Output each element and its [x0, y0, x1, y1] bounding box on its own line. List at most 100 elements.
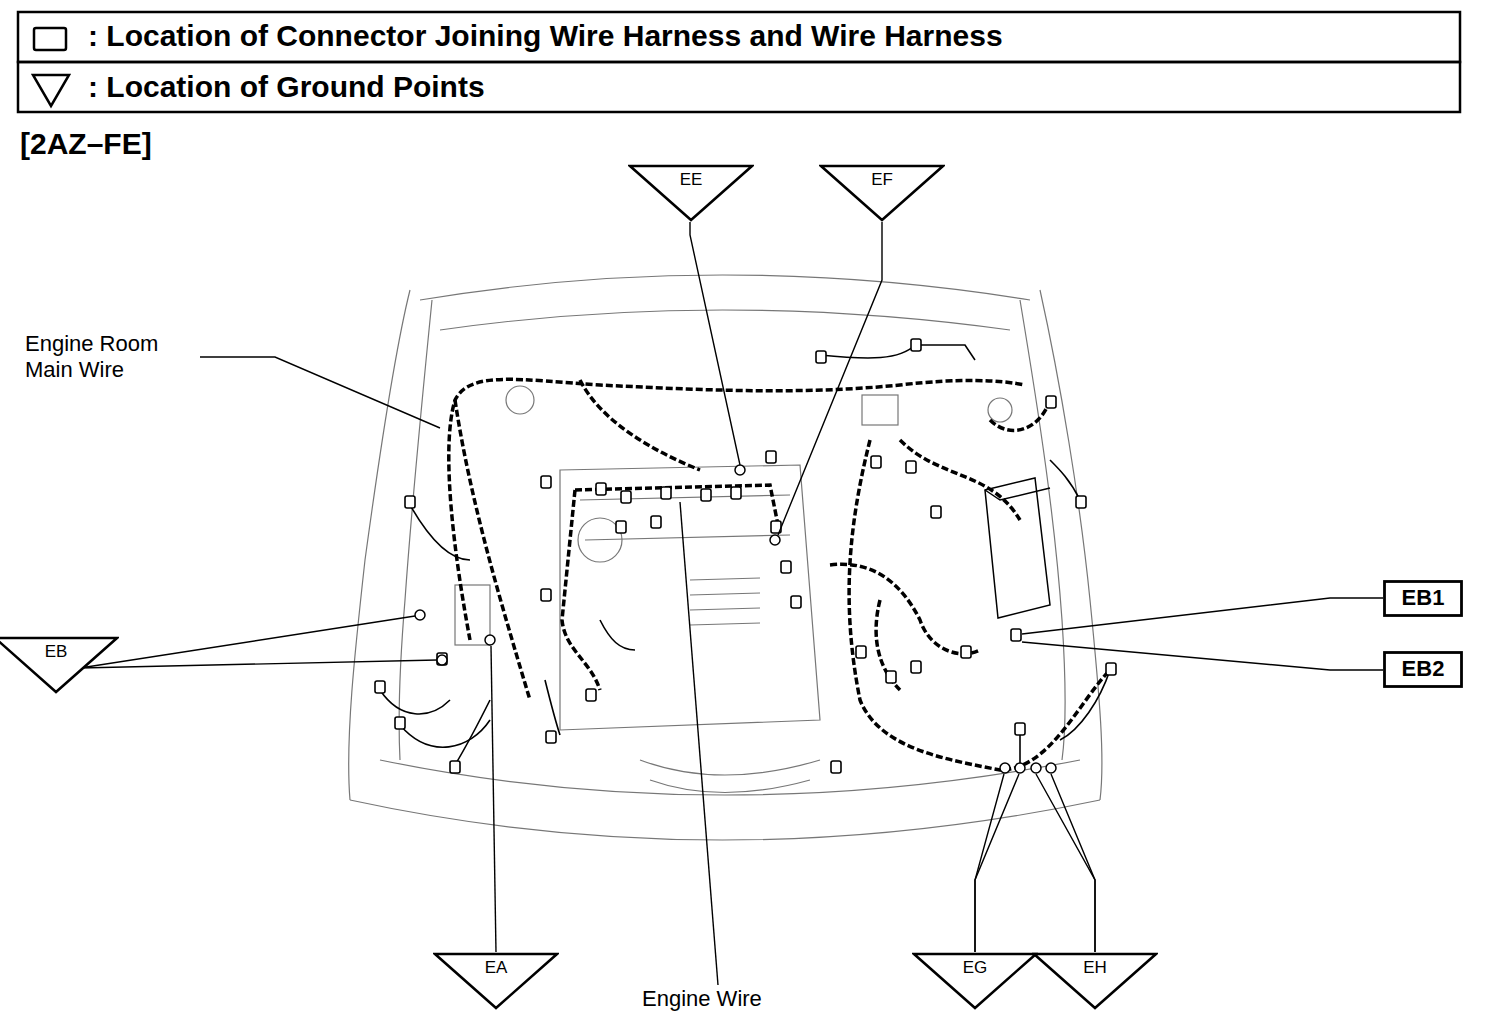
legend-symbol [33, 75, 69, 106]
wire [380, 345, 1110, 770]
connector [375, 339, 1116, 773]
vehicle-outline [690, 578, 760, 625]
connector [781, 561, 791, 573]
leader-line [778, 222, 882, 535]
legend-frame [18, 12, 1460, 112]
leader-line [975, 774, 1019, 952]
connector [911, 339, 921, 351]
vehicle-outline [506, 386, 534, 414]
ground-bolt [1000, 763, 1010, 773]
connector [621, 491, 631, 503]
connector [437, 653, 447, 665]
battery [985, 478, 1050, 618]
vehicle-outline [349, 290, 410, 800]
wire-harness [455, 400, 530, 700]
connector [931, 506, 941, 518]
connector [1106, 663, 1116, 675]
connector [911, 661, 921, 673]
battery [985, 488, 1050, 500]
ground-bolt [485, 635, 495, 645]
connector [701, 489, 711, 501]
connector [1011, 629, 1021, 641]
connector [1046, 396, 1056, 408]
vehicle-outline [455, 585, 490, 645]
ground-point-triangle: EH [1032, 952, 1158, 1010]
connector [731, 487, 741, 499]
leader-line [80, 222, 1383, 985]
connector [395, 717, 405, 729]
leader-line [491, 646, 496, 952]
wire [820, 345, 975, 360]
heading: [2AZ–FE] [20, 126, 152, 162]
wire-harness [876, 600, 900, 690]
ground-bolt [1046, 763, 1056, 773]
wire-harness [900, 440, 1020, 520]
vehicle-outline [988, 398, 1012, 422]
wire-harness [830, 564, 980, 654]
connector [1076, 496, 1086, 508]
leader-line [690, 222, 740, 465]
ground-point-code: EB [0, 636, 119, 662]
legend-frame [18, 62, 1460, 112]
wire [1060, 670, 1110, 740]
ground-bolt [1015, 763, 1025, 773]
connector [961, 646, 971, 658]
part-name: Engine Wire [642, 986, 762, 1012]
legend-text: : Location of Connector Joining Wire Har… [88, 18, 1003, 54]
legend-symbol [34, 28, 66, 50]
wire [410, 505, 470, 560]
vehicle-outline [1040, 290, 1102, 800]
vehicle-outline [420, 275, 1030, 300]
connector [766, 451, 776, 463]
part-name: Engine Room Main Wire [25, 331, 200, 383]
leader-line [1022, 642, 1383, 670]
wire [1050, 460, 1080, 500]
ground-bolt [415, 610, 425, 620]
connector [651, 516, 661, 528]
connector-code-box: EB1 [1383, 580, 1463, 617]
leader-line [80, 616, 415, 668]
wire-harness [449, 379, 1025, 640]
vehicle-outline [1020, 300, 1065, 760]
vehicle-outline [862, 395, 898, 425]
wire [600, 620, 635, 650]
battery [985, 478, 1050, 618]
wire [400, 720, 490, 747]
ground-point-code: EH [1032, 952, 1158, 978]
connector [616, 521, 626, 533]
leader-line [680, 502, 718, 985]
connector [541, 589, 551, 601]
connector [405, 496, 415, 508]
vehicle-outline [580, 495, 790, 540]
leader-line [975, 774, 1004, 952]
legend-text: : Location of Ground Points [88, 69, 485, 105]
connector [871, 456, 881, 468]
leader-line [1022, 598, 1383, 634]
wire-harness [990, 400, 1050, 430]
connector [586, 689, 596, 701]
ground-bolt [437, 655, 447, 665]
connector [1015, 723, 1025, 735]
wire [455, 700, 490, 765]
ground-point-triangle: EG [912, 952, 1038, 1010]
ground-point-code: EF [819, 164, 945, 190]
leader-line [1036, 774, 1095, 952]
wire [380, 690, 450, 714]
ground-point-triangle: EB [0, 636, 119, 694]
connector-code: EB1 [1383, 584, 1463, 612]
ground-bolt [415, 465, 1056, 773]
vehicle-outline [440, 310, 1010, 330]
ground-point-code: EG [912, 952, 1038, 978]
connector [661, 487, 671, 499]
leader-line [1051, 774, 1095, 952]
vehicle-outline [349, 275, 1102, 840]
leader-line [196, 357, 440, 428]
ground-point-triangle: EF [819, 164, 945, 222]
connector [816, 351, 826, 363]
wire-harness [562, 490, 600, 690]
ground-bolt [1031, 763, 1041, 773]
connector [546, 731, 556, 743]
vehicle-outline [560, 465, 820, 730]
wire [545, 680, 560, 735]
